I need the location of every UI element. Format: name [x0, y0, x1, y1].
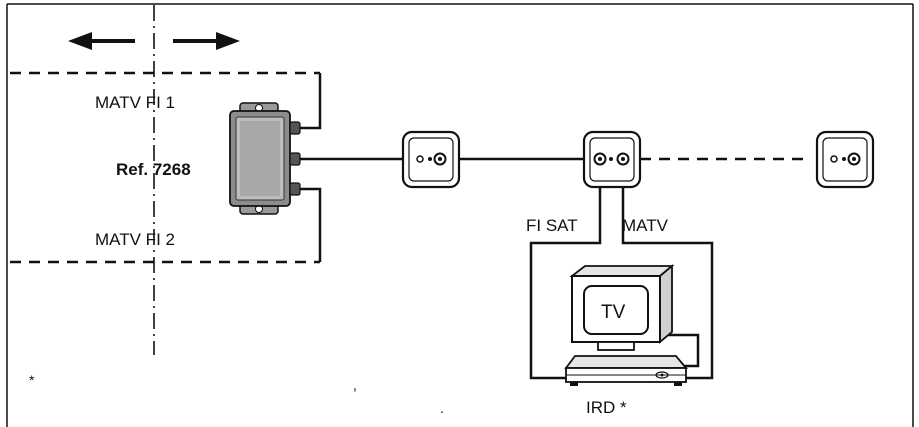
label-matv-fi-1: MATV FI 1	[95, 93, 175, 112]
footnote-star: *	[29, 372, 35, 388]
arrow-right-icon	[173, 32, 240, 50]
cable-fi1	[300, 73, 322, 130]
cable-matv	[621, 160, 714, 380]
dashed-feed-lines	[10, 71, 810, 264]
label-ref: Ref. 7268	[116, 160, 191, 179]
arrow-left-icon	[68, 32, 135, 50]
label-fi-sat: FI SAT	[526, 216, 578, 235]
footnote-period: .	[440, 400, 444, 416]
tv-icon	[569, 264, 675, 351]
cable-fi-sat	[529, 160, 602, 380]
direction-arrows	[68, 32, 240, 50]
ref-7268-device	[229, 102, 301, 215]
footnote-comma: ,	[353, 377, 357, 393]
wall-outlet-1	[401, 130, 461, 189]
label-matv: MATV	[622, 216, 669, 235]
label-ird: IRD *	[586, 398, 627, 417]
label-tv: TV	[601, 302, 626, 323]
device-connectors	[289, 121, 301, 196]
wall-outlet-2	[582, 130, 642, 189]
frame	[6, 3, 914, 427]
wall-outlet-3	[815, 130, 875, 189]
cable-fi2	[300, 187, 322, 262]
ird-receiver-icon	[564, 355, 688, 386]
label-matv-fi-2: MATV FI 2	[95, 230, 175, 249]
